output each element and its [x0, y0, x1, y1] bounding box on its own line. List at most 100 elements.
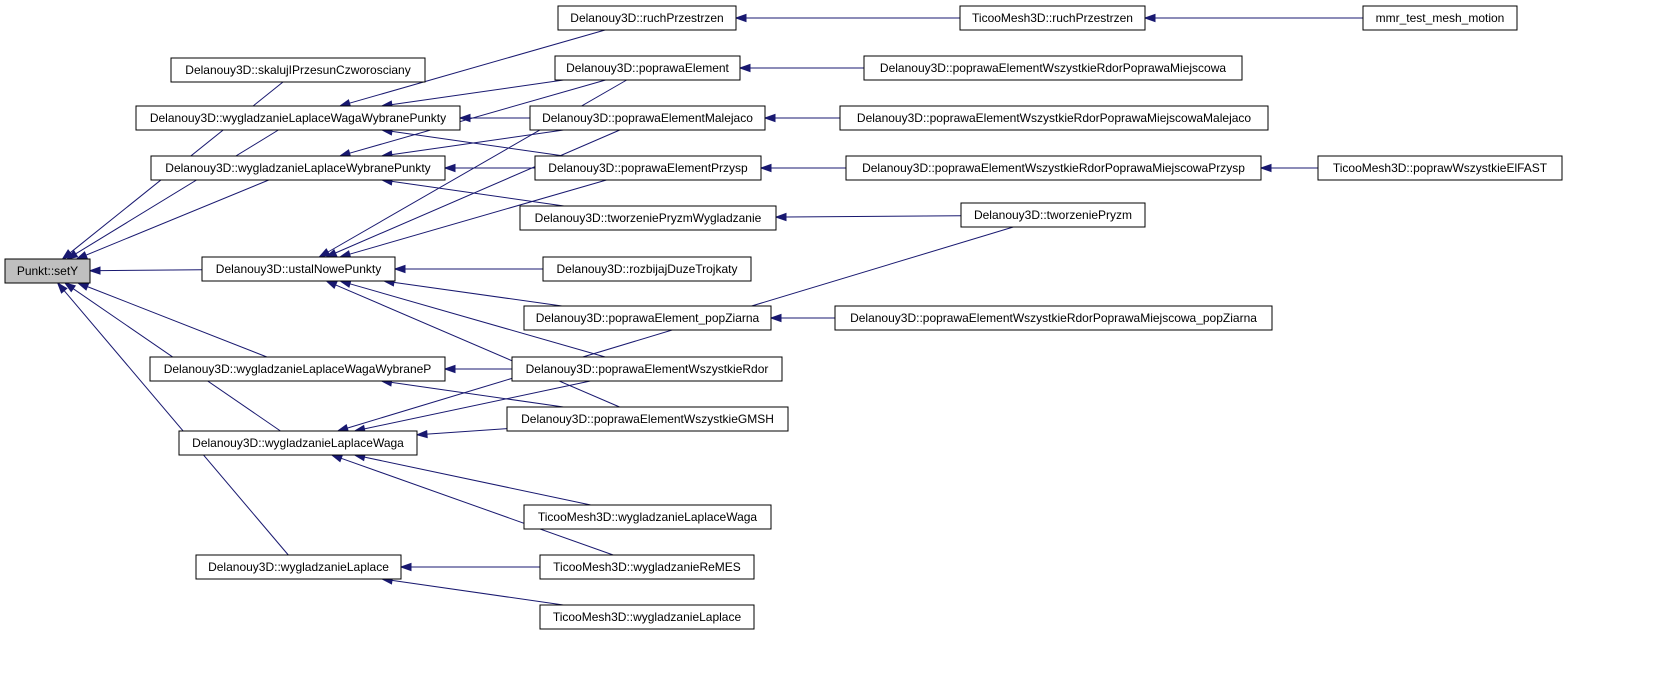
node-label: Delanouy3D::tworzeniePryzmWygladzanie [535, 211, 762, 225]
edge-line [785, 215, 962, 218]
edge-line [349, 29, 606, 104]
node-label: Delanouy3D::poprawaElementWszystkieGMSH [521, 412, 774, 426]
edge-line [349, 79, 606, 154]
edge-arrowhead [336, 423, 349, 433]
node-poprawa-element-przysp[interactable]: Delanouy3D::poprawaElementPrzysp [534, 155, 762, 181]
node-label: Delanouy3D::poprawaElementWszystkieRdorP… [857, 111, 1251, 125]
edge-n3-to-n0 [75, 179, 269, 260]
node-rozbijaj-duze-trojkaty[interactable]: Delanouy3D::rozbijajDuzeTrojkaty [542, 256, 752, 282]
edge-arrowhead [769, 313, 782, 323]
edge-n4-to-n0 [88, 266, 203, 275]
node-mmr-test-mesh-motion[interactable]: mmr_test_mesh_motion [1362, 5, 1518, 31]
edge-n17-to-n6 [353, 453, 591, 506]
edge-arrowhead [317, 248, 331, 258]
node-poprawa-element-pop-ziarna[interactable]: Delanouy3D::poprawaElement_popZiarna [523, 305, 772, 331]
node-label: TicooMesh3D::poprawWszystkieElFAST [1333, 161, 1548, 175]
edge-arrowhead [738, 63, 751, 73]
edge-arrowhead [1259, 163, 1272, 173]
node-label: Delanouy3D::poprawaElementWszystkieRdorP… [880, 61, 1226, 75]
edge-line [335, 129, 620, 254]
edge-arrowhead [399, 562, 412, 572]
node-label: Delanouy3D::poprawaElementWszystkieRdor [526, 362, 769, 376]
node-ticoo-wygladzanie-laplace[interactable]: TicooMesh3D::wygladzanieLaplace [539, 604, 755, 630]
node-poprawa-element-wszystkie-gmsh[interactable]: Delanouy3D::poprawaElementWszystkieGMSH [506, 406, 789, 432]
node-poprawa-element-wszystkie-rdor-poprawa-miejscowa-przysp[interactable]: Delanouy3D::poprawaElementWszystkieRdorP… [845, 155, 1262, 181]
node-ruch-przestrzen[interactable]: Delanouy3D::ruchPrzestrzen [557, 5, 737, 31]
node-poprawa-element-wszystkie-rdor-poprawa-miejscowa[interactable]: Delanouy3D::poprawaElementWszystkieRdorP… [863, 55, 1243, 81]
edge-line [349, 283, 606, 358]
edge-n19-to-n7 [380, 576, 564, 606]
node-punkt-sety[interactable]: Punkt::setY [4, 258, 91, 284]
edge-line [99, 269, 203, 272]
edge-arrowhead [443, 364, 456, 374]
edge-arrowhead [330, 454, 344, 463]
node-label: TicooMesh3D::wygladzanieLaplaceWaga [538, 510, 758, 524]
edge-arrowhead [393, 264, 406, 274]
node-ticoo-wygladzanie-laplace-waga[interactable]: TicooMesh3D::wygladzanieLaplaceWaga [523, 504, 772, 530]
edge-n15-to-n5 [443, 364, 512, 374]
edge-line [391, 79, 564, 106]
edge-line [391, 129, 564, 156]
node-tworzenie-pryzm[interactable]: Delanouy3D::tworzeniePryzm [960, 202, 1146, 228]
edge-line [87, 286, 268, 358]
node-label: mmr_test_mesh_motion [1376, 11, 1505, 25]
edge-line [391, 180, 565, 207]
node-skaluj-i-przesun-czworosciany[interactable]: Delanouy3D::skalujIPrzesunCzworosciany [170, 57, 426, 83]
node-poprawa-element-malejaco[interactable]: Delanouy3D::poprawaElementMalejaco [529, 105, 766, 131]
edge-arrowhead [774, 212, 787, 222]
node-poprawa-element-wszystkie-rdor-poprawa-miejscowa-pop-ziarna[interactable]: Delanouy3D::poprawaElementWszystkieRdorP… [834, 305, 1273, 331]
node-label: TicooMesh3D::wygladzanieLaplace [553, 610, 742, 624]
edge-arrowhead [88, 266, 101, 275]
node-label: Delanouy3D::wygladzanieLaplaceWybranePun… [165, 161, 430, 175]
edge-arrowhead [759, 163, 772, 173]
edge-n9-to-n2 [380, 79, 564, 109]
node-ticoo-wygladzanie-remes[interactable]: TicooMesh3D::wygladzanieReMES [539, 554, 755, 580]
node-label: Delanouy3D::wygladzanieLaplace [208, 560, 389, 574]
edge-n20-to-n8 [734, 13, 960, 23]
edge-n25-to-n14 [769, 313, 835, 323]
node-label: Delanouy3D::poprawaElementPrzysp [548, 161, 748, 175]
edge-line [349, 179, 607, 255]
edge-n23-to-n11 [759, 163, 846, 173]
edge-n16-to-n4 [325, 280, 620, 408]
edge-n27-to-n23 [1259, 163, 1318, 173]
node-wygladzanie-laplace[interactable]: Delanouy3D::wygladzanieLaplace [195, 554, 402, 580]
edge-line [85, 179, 269, 256]
edge-n14-to-n4 [382, 278, 563, 307]
node-tworzenie-pryzm-wygladzanie[interactable]: Delanouy3D::tworzeniePryzmWygladzanie [519, 205, 777, 231]
edge-arrowhead [1143, 13, 1156, 23]
edge-line [391, 130, 565, 157]
edge-arrowhead [734, 13, 747, 23]
edge-arrowhead [63, 282, 77, 293]
node-label: Punkt::setY [17, 264, 78, 278]
edge-arrowhead [76, 282, 90, 291]
edge-n16-to-n6 [415, 428, 508, 439]
node-ustal-nowe-punkty[interactable]: Delanouy3D::ustalNowePunkty [201, 256, 396, 282]
node-label: Delanouy3D::wygladzanieLaplaceWaga [192, 436, 404, 450]
edge-n11-to-n3 [443, 163, 535, 173]
node-wygladzanie-laplace-waga[interactable]: Delanouy3D::wygladzanieLaplaceWaga [178, 430, 418, 456]
edge-line [341, 457, 614, 556]
node-ticoo-ruch-przestrzen[interactable]: TicooMesh3D::ruchPrzestrzen [959, 5, 1146, 31]
edge-n2-to-n0 [65, 129, 279, 260]
edge-line [364, 380, 591, 430]
node-wygladzanie-laplace-waga-wybrane-p[interactable]: Delanouy3D::wygladzanieLaplaceWagaWybran… [149, 356, 446, 382]
edge-n10-to-n4 [324, 129, 620, 258]
node-label: Delanouy3D::wygladzanieLaplaceWagaWybran… [164, 362, 432, 376]
node-poprawa-element-wszystkie-rdor[interactable]: Delanouy3D::poprawaElementWszystkieRdor [511, 356, 783, 382]
node-label: Delanouy3D::ruchPrzestrzen [570, 11, 723, 25]
node-wygladzanie-laplace-wybrane-punkty[interactable]: Delanouy3D::wygladzanieLaplaceWybranePun… [150, 155, 446, 181]
edge-n12-to-n3 [380, 177, 565, 207]
node-ticoo-popraw-wszystkie-el-fast[interactable]: TicooMesh3D::poprawWszystkieElFAST [1317, 155, 1563, 181]
edge-arrowhead [65, 249, 79, 260]
node-wygladzanie-laplace-waga-wybrane-punkty[interactable]: Delanouy3D::wygladzanieLaplaceWagaWybran… [135, 105, 461, 131]
node-poprawa-element-wszystkie-rdor-poprawa-miejscowa-malejaco[interactable]: Delanouy3D::poprawaElementWszystkieRdorP… [839, 105, 1269, 131]
node-poprawa-element[interactable]: Delanouy3D::poprawaElement [554, 55, 741, 81]
node-label: Delanouy3D::poprawaElementWszystkieRdorP… [850, 311, 1257, 325]
edge-arrowhead [325, 280, 338, 290]
node-layer: Punkt::setY Delanouy3D::skalujIPrzesunCz… [4, 5, 1563, 630]
edge-n13-to-n4 [393, 264, 543, 274]
edge-arrowhead [75, 251, 89, 260]
node-label: Delanouy3D::ustalNowePunkty [216, 262, 381, 276]
